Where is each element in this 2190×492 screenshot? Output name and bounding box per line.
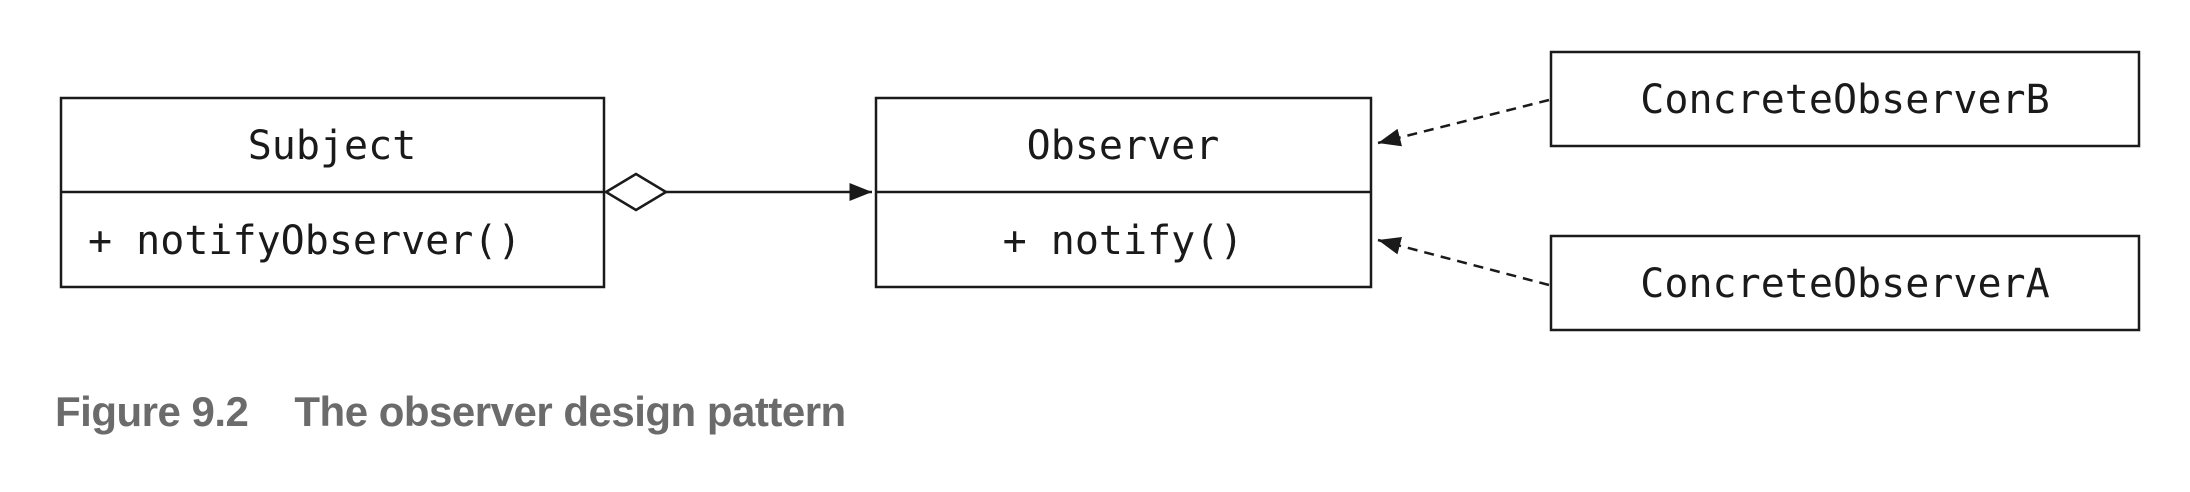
- observer-class-box: Observer + notify(): [874, 96, 1373, 289]
- figure-caption: Figure 9.2 The observer design pattern: [55, 388, 846, 436]
- realization-arrow-a: [1377, 237, 1550, 287]
- concrete-observer-b-outline: [1549, 50, 2141, 148]
- concrete-observer-b-box: ConcreteObserverB: [1549, 50, 2141, 148]
- subject-class-name: Subject: [248, 123, 417, 169]
- subject-method: + notifyObserver(): [88, 218, 521, 264]
- subject-class-box: Subject + notifyObserver(): [59, 96, 606, 289]
- concrete-observer-a-box: ConcreteObserverA: [1549, 234, 2141, 332]
- observer-class-name: Observer: [1027, 123, 1220, 169]
- concrete-observer-a-outline: [1549, 234, 2141, 332]
- concrete-observer-a-name: ConcreteObserverA: [1640, 261, 2049, 307]
- figure-title: The observer design pattern: [294, 388, 846, 435]
- realization-arrow-b: [1377, 98, 1550, 147]
- figure-number: Figure 9.2: [55, 388, 249, 435]
- concrete-observer-b-name: ConcreteObserverB: [1640, 77, 2049, 123]
- aggregation-diamond-icon: [603, 172, 669, 212]
- observer-method: + notify(): [1003, 218, 1244, 264]
- aggregation-connector: [603, 172, 872, 212]
